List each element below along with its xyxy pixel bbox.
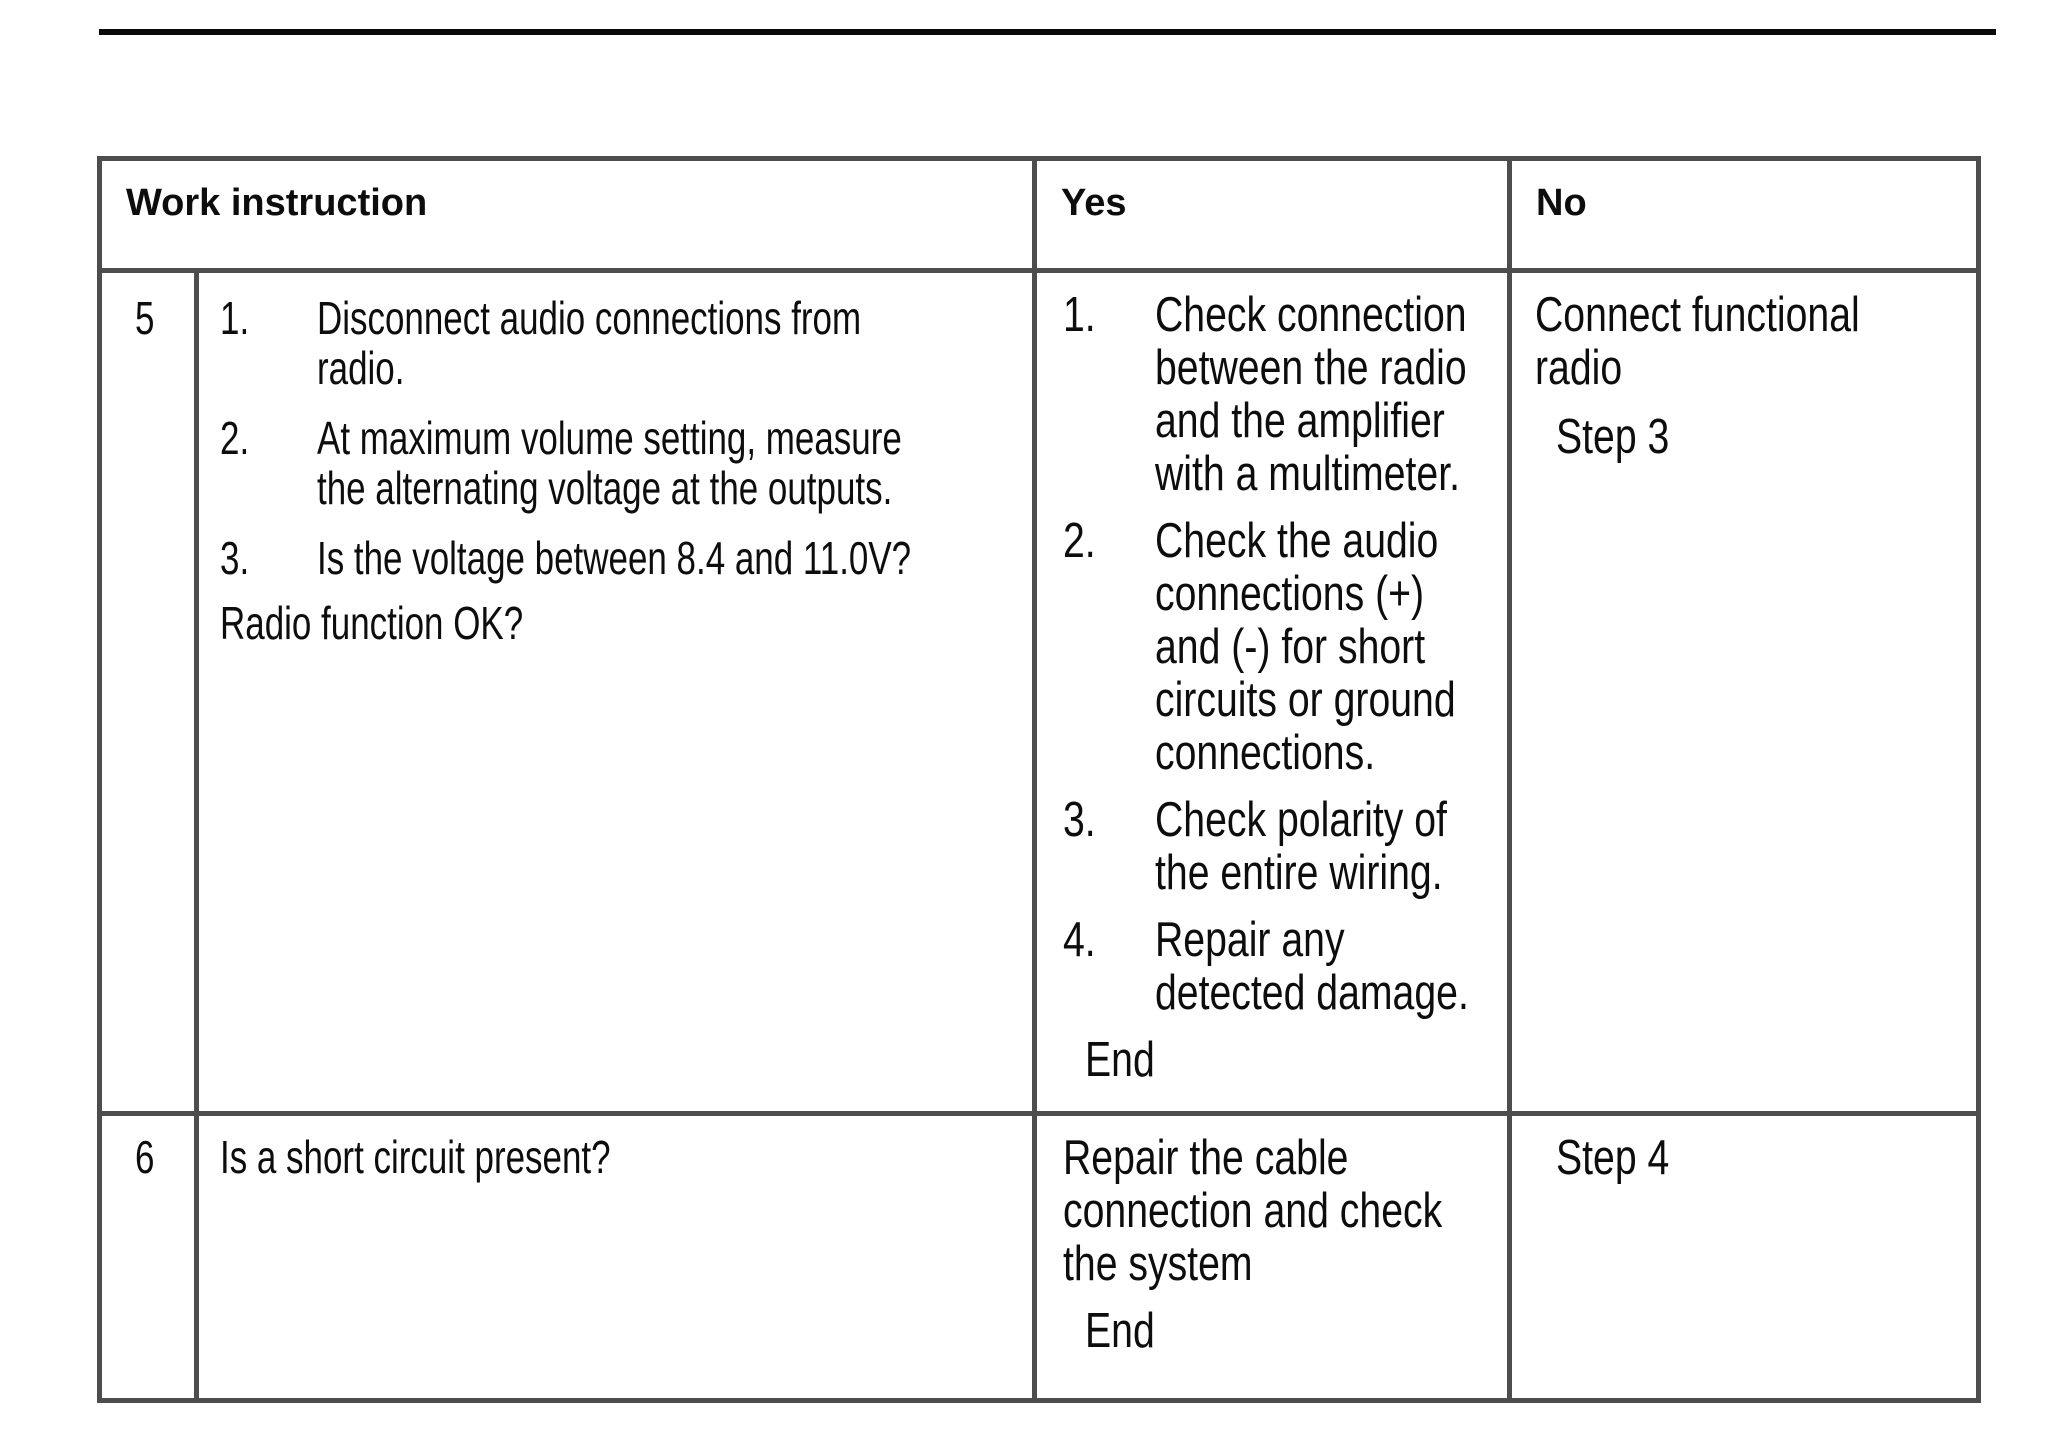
list-number: 1. — [220, 292, 250, 344]
list-number: 1. — [1063, 288, 1096, 342]
yes-item: 4. Repair any detected damage. — [1063, 914, 1507, 1020]
yes-line: with a multimeter. — [1155, 447, 1460, 501]
instruction-line: At maximum volume setting, measure — [317, 412, 902, 464]
yes-line: Check polarity of — [1155, 793, 1447, 847]
instruction-item: 2. At maximum volume setting, measure th… — [220, 413, 1032, 513]
step-reference: Step 3 — [1556, 410, 1670, 464]
header-cell-work-instruction: Work instruction — [102, 161, 1037, 268]
yes-line: the entire wiring. — [1155, 846, 1443, 900]
header-cell-yes: Yes — [1037, 161, 1512, 268]
step-number: 5 — [135, 292, 155, 344]
work-instruction-cell: Is a short circuit present? — [199, 1116, 1037, 1398]
table-row-step-6: 6 Is a short circuit present? Repair the… — [102, 1116, 1976, 1398]
work-instruction-cell: 1. Disconnect audio connections from rad… — [199, 273, 1037, 1111]
yes-cell: Repair the cable connection and check th… — [1037, 1116, 1512, 1398]
yes-line: and the amplifier — [1155, 394, 1445, 448]
no-line: Connect functional — [1535, 288, 1860, 342]
no-line: radio — [1535, 341, 1623, 395]
troubleshooting-table: Work instruction Yes No 5 1. Disconnect … — [97, 156, 1981, 1403]
no-cell: Connect functional radio Step 3 — [1512, 273, 1976, 1111]
header-label-work-instruction: Work instruction — [126, 182, 428, 224]
instruction-line: Is the voltage between 8.4 and 11.0V? — [317, 532, 912, 584]
yes-item: 2. Check the audio connections (+) and (… — [1063, 515, 1507, 780]
yes-item: 3. Check polarity of the entire wiring. — [1063, 794, 1507, 900]
end-label: End — [1085, 1033, 1155, 1087]
list-number: 3. — [1063, 793, 1096, 847]
list-number: 2. — [220, 412, 250, 464]
instruction-line: the alternating voltage at the outputs. — [317, 462, 893, 514]
question-text: Radio function OK? — [220, 597, 524, 649]
yes-line: connection and check — [1063, 1184, 1443, 1238]
header-label-yes: Yes — [1061, 182, 1127, 224]
step-number-cell: 5 — [102, 273, 199, 1111]
table-row-step-5: 5 1. Disconnect audio connections from r… — [102, 273, 1976, 1116]
yes-line: Repair any — [1155, 913, 1345, 967]
list-number: 2. — [1063, 514, 1096, 568]
yes-line: Repair the cable — [1063, 1131, 1349, 1185]
instruction-line: radio. — [317, 342, 405, 394]
list-number: 3. — [220, 532, 250, 584]
yes-cell: 1. Check connection between the radio an… — [1037, 273, 1512, 1111]
yes-line: Check the audio — [1155, 514, 1439, 568]
yes-line: Check connection — [1155, 288, 1467, 342]
yes-line: connections (+) — [1155, 567, 1425, 621]
yes-line: and (-) for short — [1155, 620, 1426, 674]
end-label: End — [1085, 1304, 1155, 1358]
step-reference: Step 4 — [1556, 1131, 1670, 1185]
page-top-rule — [99, 29, 1996, 35]
yes-item: 1. Check connection between the radio an… — [1063, 289, 1507, 501]
step-number: 6 — [135, 1131, 155, 1183]
yes-line: the system — [1063, 1237, 1253, 1291]
question-text: Is a short circuit present? — [220, 1131, 611, 1183]
instruction-item: 3. Is the voltage between 8.4 and 11.0V? — [220, 533, 1032, 583]
instruction-line: Disconnect audio connections from — [317, 292, 862, 344]
yes-line: connections. — [1155, 726, 1376, 780]
no-cell: Step 4 — [1512, 1116, 1976, 1398]
list-number: 4. — [1063, 913, 1096, 967]
yes-line: detected damage. — [1155, 966, 1469, 1020]
yes-line: between the radio — [1155, 341, 1467, 395]
yes-line: circuits or ground — [1155, 673, 1456, 727]
table-header-row: Work instruction Yes No — [102, 161, 1976, 273]
header-label-no: No — [1536, 182, 1587, 224]
instruction-item: 1. Disconnect audio connections from rad… — [220, 293, 1032, 393]
header-cell-no: No — [1512, 161, 1976, 268]
step-number-cell: 6 — [102, 1116, 199, 1398]
